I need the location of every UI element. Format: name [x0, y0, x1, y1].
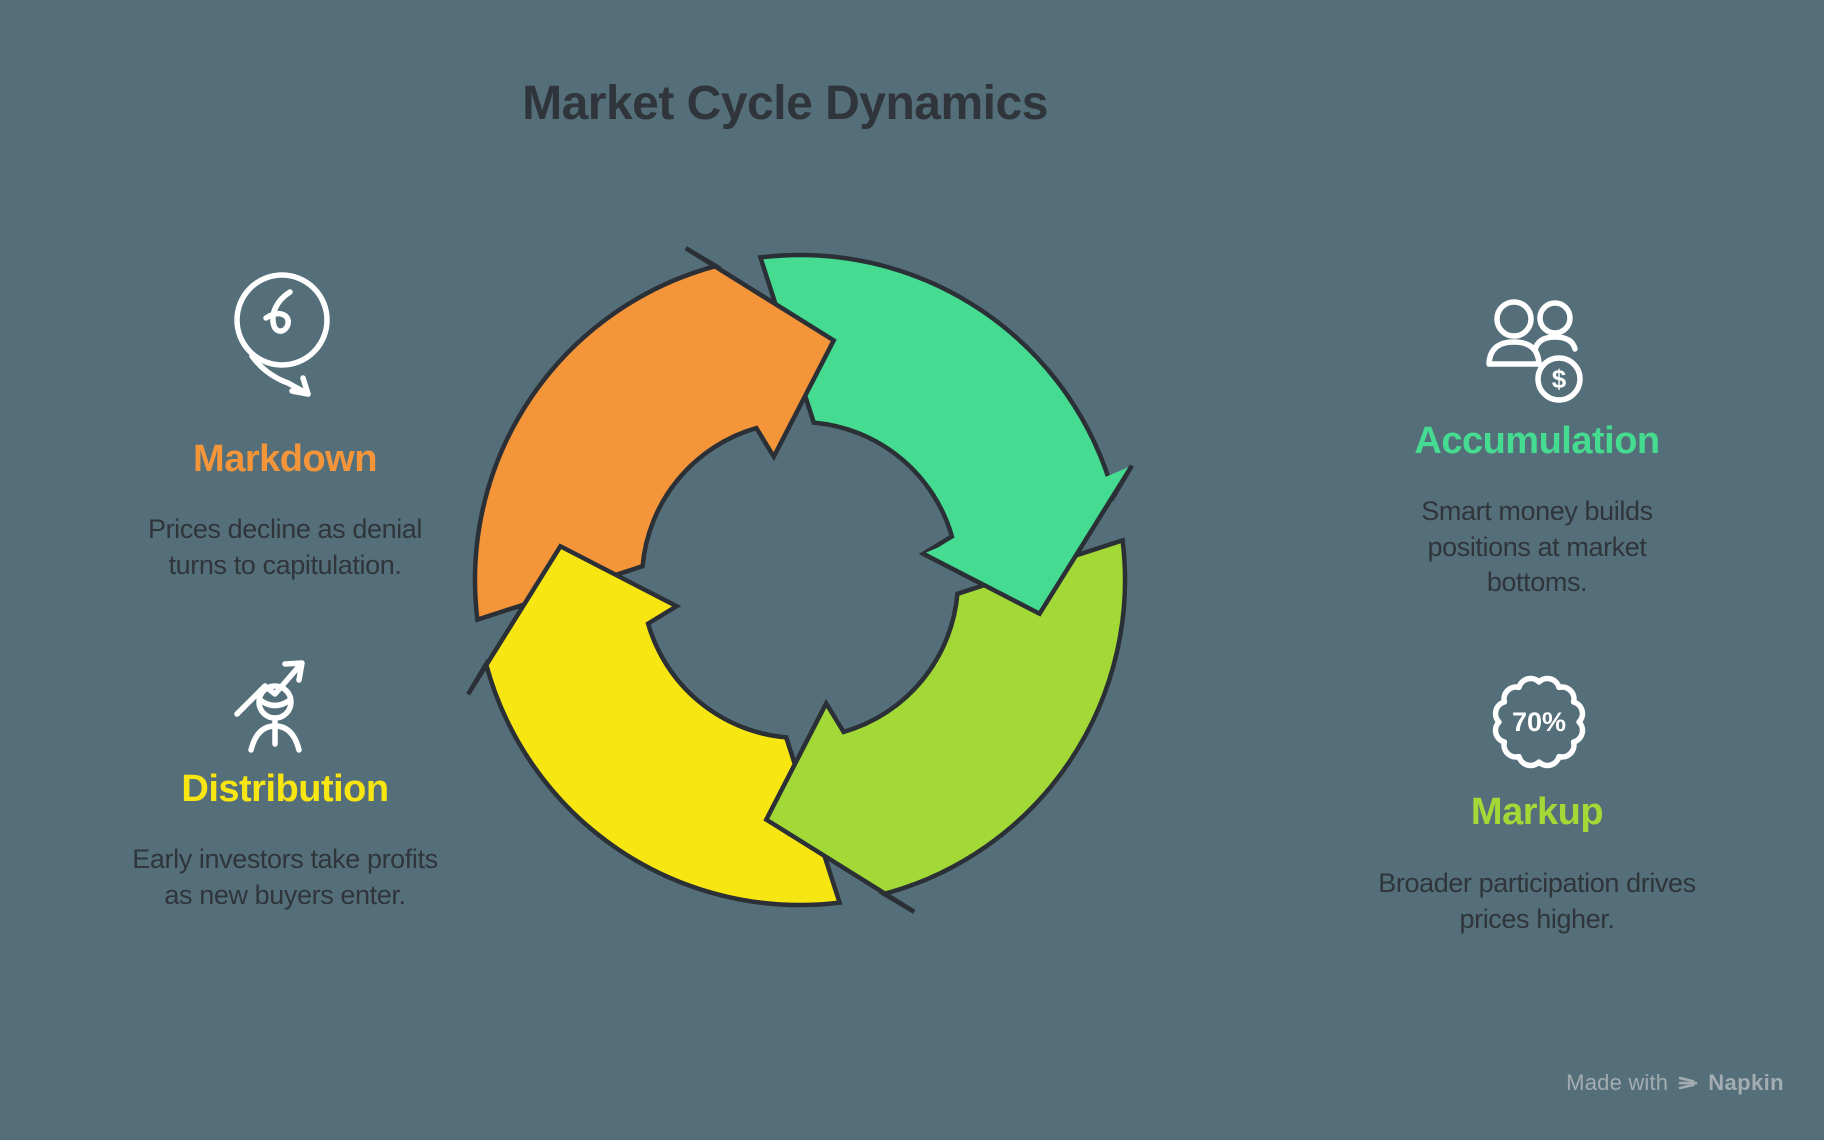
section-heading-accumulation: Accumulation: [1414, 420, 1660, 462]
section-description-accumulation: Smart money builds positions at market b…: [1421, 496, 1653, 598]
cycle-arrow-distribution: [466, 543, 843, 908]
section-description-markup: Broader participation drives prices high…: [1378, 868, 1696, 934]
napkin-watermark: Made with Napkin: [1566, 1070, 1784, 1096]
section-heading-markdown: Markdown: [193, 438, 377, 480]
cycle-arrow-markdown: [472, 246, 837, 623]
watermark-brand: Napkin: [1708, 1070, 1784, 1095]
section-heading-markup: Markup: [1470, 791, 1604, 833]
people-money-icon: $: [1486, 299, 1583, 403]
section-description-markdown: Prices decline as denial turns to capitu…: [147, 514, 423, 580]
dollar-sign: $: [1552, 364, 1567, 394]
investor-rising-trend-icon: [234, 660, 305, 753]
section-description-distribution: Early investors take profits as new buye…: [132, 844, 438, 910]
cycle-arrow-markup: [763, 537, 1128, 914]
watermark-prefix: Made with: [1566, 1070, 1669, 1095]
cycle-arrowhead-accumulation: [922, 464, 1134, 617]
napkin-logo-icon: [1678, 1076, 1698, 1090]
badge-value: 70%: [1512, 707, 1566, 737]
page-title: Market Cycle Dynamics: [522, 77, 1048, 130]
section-heading-distribution: Distribution: [181, 768, 389, 810]
badge-percent-icon: 70%: [1492, 675, 1586, 769]
coin-decline-arrow-icon: [234, 272, 330, 397]
